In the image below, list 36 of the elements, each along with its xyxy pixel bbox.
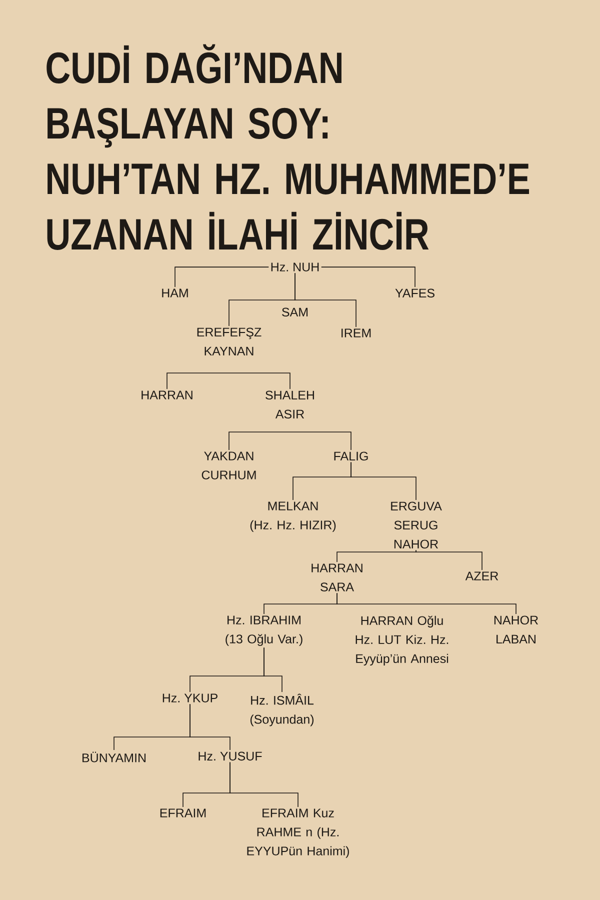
name-label: Hz. NUH bbox=[271, 262, 319, 272]
name-label: Hz. YUSUF bbox=[198, 752, 262, 761]
name-label: Hz. ISMÂIL (Soyundan) bbox=[250, 694, 314, 726]
connector-line bbox=[320, 266, 416, 288]
name-label: HAM bbox=[162, 288, 188, 298]
connector-line bbox=[264, 647, 282, 692]
name-label: HARRAN bbox=[142, 390, 192, 400]
name-label: Hz. YKUP bbox=[162, 694, 218, 702]
title: CUDİ DAĞI’NDAN BAŞLAYAN SOY: NUH’TAN HZ. MUHAMMED’E UZANAN İLAHİ ZİNCİR bbox=[46, 44, 530, 250]
name-label: YAFES bbox=[395, 288, 434, 298]
name-label: SAM bbox=[282, 308, 308, 317]
name-label: SHALEH ASIR bbox=[266, 390, 314, 419]
name-label: MELKAN (Hz. Hz. HIZIR) bbox=[250, 502, 336, 532]
connector-line bbox=[230, 762, 298, 808]
name-label: Hz. IBRAHIM (13 Oğlu Var.) bbox=[226, 616, 302, 646]
name-label: BÜNYAMIN bbox=[82, 752, 146, 762]
connector-line bbox=[166, 372, 290, 390]
connector-line bbox=[294, 272, 356, 328]
connector-line bbox=[336, 550, 416, 562]
name-label: IREM bbox=[342, 328, 371, 338]
name-label: ERGUVA SERUG NAHOR bbox=[391, 502, 442, 549]
name-label: AZER bbox=[465, 572, 498, 580]
name-label: NAHOR LABAN bbox=[494, 616, 538, 644]
name-label: EFRAIM Kuz RAHME n (Hz. EYYUPün Hanimi) bbox=[247, 808, 349, 858]
connector-line bbox=[416, 550, 482, 570]
connector-line bbox=[174, 266, 270, 288]
name-label: EFRAIM bbox=[160, 808, 206, 818]
name-label: YAKDAN CURHUM bbox=[202, 452, 256, 480]
name-label: FALIG bbox=[334, 452, 368, 461]
connector-line bbox=[350, 462, 416, 500]
connector-line bbox=[336, 592, 516, 614]
name-label: HARRAN Oğlu Hz. LUT Kiz. Hz. Eyyüp’ün Annesi bbox=[356, 616, 448, 666]
name-label: EREFEFŞZ KAYNAN bbox=[197, 328, 262, 356]
connector-line bbox=[228, 432, 352, 450]
name-label: HARRAN SARA bbox=[312, 564, 362, 592]
connector-line bbox=[190, 704, 230, 750]
